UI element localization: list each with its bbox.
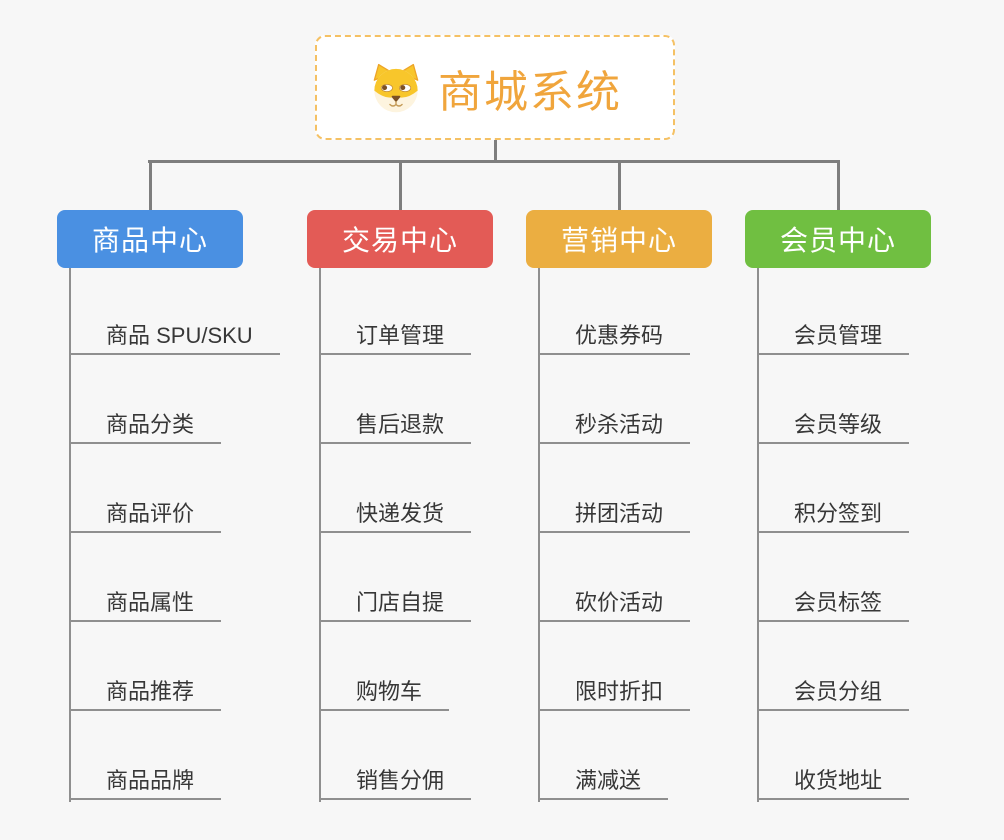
leaf-node[interactable]: 会员等级 <box>757 408 910 444</box>
leaf-node[interactable]: 商品品牌 <box>69 764 222 800</box>
leaf-node[interactable]: 秒杀活动 <box>538 408 691 444</box>
connector-drop-member <box>837 162 840 210</box>
root-title: 商城系统 <box>438 67 622 117</box>
connector-root-drop <box>494 140 497 161</box>
leaf-node[interactable]: 商品属性 <box>69 586 222 622</box>
leaf-node[interactable]: 满减送 <box>538 764 669 800</box>
dog-icon <box>373 63 419 112</box>
branch-node-product[interactable]: 商品中心 <box>57 210 243 268</box>
branch-node-member[interactable]: 会员中心 <box>745 210 931 268</box>
leaf-node[interactable]: 订单管理 <box>319 319 472 355</box>
leaf-node[interactable]: 优惠券码 <box>538 319 691 355</box>
leaf-node[interactable]: 快递发货 <box>319 497 472 533</box>
leaf-node[interactable]: 商品评价 <box>69 497 222 533</box>
branch-node-marketing[interactable]: 营销中心 <box>526 210 712 268</box>
leaf-node[interactable]: 会员管理 <box>757 319 910 355</box>
branch-column-product: 商品中心 商品 SPU/SKU 商品分类 商品评价 商品属性 商品推荐 商品品牌 <box>57 210 307 810</box>
branch-trunk-line <box>319 268 321 802</box>
connector-drop-product <box>149 162 152 210</box>
leaf-node[interactable]: 会员分组 <box>757 675 910 711</box>
leaf-node[interactable]: 积分签到 <box>757 497 910 533</box>
leaf-node[interactable]: 会员标签 <box>757 586 910 622</box>
leaf-node[interactable]: 商品推荐 <box>69 675 222 711</box>
leaf-node[interactable]: 门店自提 <box>319 586 472 622</box>
leaf-node[interactable]: 商品 SPU/SKU <box>69 319 280 355</box>
branch-column-member: 会员中心 会员管理 会员等级 积分签到 会员标签 会员分组 收货地址 <box>745 210 995 810</box>
leaf-node[interactable]: 砍价活动 <box>538 586 691 622</box>
leaf-node[interactable]: 收货地址 <box>757 764 910 800</box>
leaf-node[interactable]: 销售分佣 <box>319 764 472 800</box>
connector-drop-trade <box>399 162 402 210</box>
connector-drop-marketing <box>618 162 621 210</box>
branch-column-trade: 交易中心 订单管理 售后退款 快递发货 门店自提 购物车 销售分佣 <box>307 210 557 810</box>
branch-trunk-line <box>69 268 71 802</box>
leaf-node[interactable]: 购物车 <box>319 675 450 711</box>
leaf-node[interactable]: 拼团活动 <box>538 497 691 533</box>
connector-bus <box>148 160 840 163</box>
branch-node-trade[interactable]: 交易中心 <box>307 210 493 268</box>
branch-column-marketing: 营销中心 优惠券码 秒杀活动 拼团活动 砍价活动 限时折扣 满减送 <box>526 210 776 810</box>
root-node[interactable]: 商城系统 <box>315 35 675 140</box>
leaf-node[interactable]: 商品分类 <box>69 408 222 444</box>
leaf-node[interactable]: 售后退款 <box>319 408 472 444</box>
branch-trunk-line <box>538 268 540 802</box>
leaf-node[interactable]: 限时折扣 <box>538 675 691 711</box>
branch-trunk-line <box>757 268 759 802</box>
